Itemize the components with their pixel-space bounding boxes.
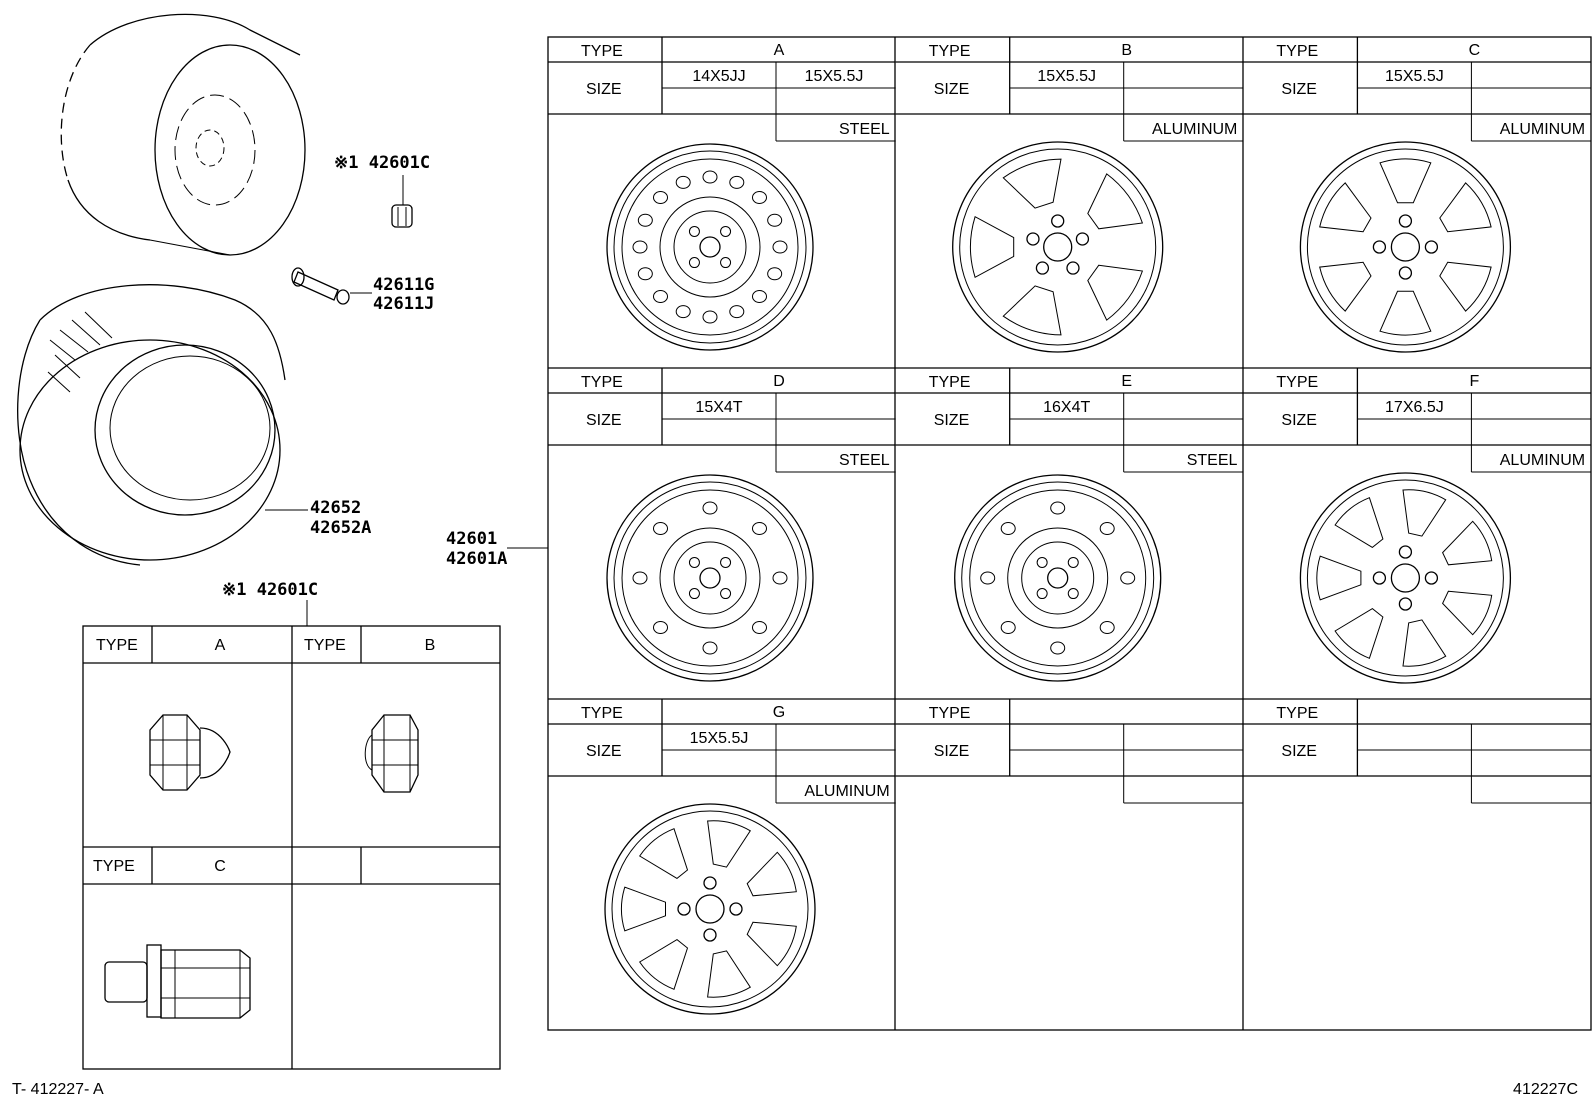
footer-right: 412227C — [1513, 1081, 1578, 1098]
valve-stem-icon — [291, 267, 372, 305]
wheel-cell-e: TYPE E SIZE 16X4T STEEL — [895, 368, 1244, 682]
size-value-1: 14X5JJ — [692, 68, 745, 85]
size-label: SIZE — [1281, 743, 1317, 760]
type-value: F — [1470, 373, 1480, 390]
nut-type-label-b: TYPE — [304, 637, 346, 654]
wheel-cell-a: TYPE A SIZE 14X5JJ 15X5.5J STEEL — [548, 37, 896, 351]
wheel-cell-c: TYPE C SIZE 15X5.5J ALUMINUM — [1243, 37, 1592, 353]
tire-icon — [17, 284, 308, 566]
material-label: STEEL — [839, 452, 890, 469]
aluminum-wheel-icon — [952, 141, 1164, 353]
type-label: TYPE — [581, 43, 623, 60]
steel-wheel-icon — [606, 143, 814, 351]
wheel-cell-f: TYPE F SIZE 17X6.5J ALUMINUM — [1243, 368, 1592, 684]
material-label: STEEL — [839, 121, 890, 138]
wheel-drum-icon — [60, 13, 306, 256]
aluminum-wheel-icon — [1299, 141, 1512, 353]
steel-wheel-icon — [606, 474, 814, 682]
lug-nut-callout: ※1 42601C — [334, 153, 430, 228]
size-value-1: 15X5.5J — [1385, 68, 1444, 85]
size-label: SIZE — [1281, 81, 1317, 98]
size-label: SIZE — [934, 743, 970, 760]
wheel-cell-empty-7: TYPE SIZE — [895, 699, 1244, 804]
type-label: TYPE — [581, 374, 623, 391]
size-value-1: 15X5.5J — [1037, 68, 1096, 85]
size-label: SIZE — [586, 412, 622, 429]
type-label: TYPE — [1276, 374, 1318, 391]
size-label: SIZE — [1281, 412, 1317, 429]
wheel-part-number-1: 42601 — [446, 529, 497, 549]
nut-type-label-a: TYPE — [96, 637, 138, 654]
open-nut-icon — [364, 714, 419, 793]
size-value-2: 15X5.5J — [805, 68, 864, 85]
nut-type-label-c: TYPE — [93, 858, 135, 875]
size-value-1: 16X4T — [1043, 399, 1090, 416]
material-label: ALUMINUM — [1152, 121, 1237, 138]
wheel-cell-d: TYPE D SIZE 15X4T STEEL — [548, 368, 896, 682]
type-value: E — [1121, 373, 1132, 390]
type-value: G — [773, 704, 785, 721]
material-label: STEEL — [1187, 452, 1238, 469]
wheel-table: TYPE A SIZE 14X5JJ 15X5.5J STEEL TYPE B SIZE 15X5… — [547, 36, 1592, 1031]
wheel-cell-g: TYPE G SIZE 15X5.5J ALUMINUM — [548, 699, 896, 1015]
size-label: SIZE — [586, 743, 622, 760]
nut-table-part-number: ※1 42601C — [222, 580, 318, 600]
valve-part-number-1: 42611G — [373, 275, 434, 295]
tire-part-number-2: 42652A — [310, 518, 371, 538]
long-lug-nut-icon — [104, 944, 251, 1019]
type-value: D — [773, 373, 785, 390]
footer-left: T- 412227- A — [12, 1081, 104, 1098]
valve-part-number-2: 42611J — [373, 294, 434, 314]
type-label: TYPE — [1276, 43, 1318, 60]
cap-nut-icon — [149, 714, 231, 791]
tire-part-number-1: 42652 — [310, 498, 361, 518]
material-label: ALUMINUM — [804, 783, 889, 800]
wheel-cell-empty-8: TYPE SIZE — [1243, 699, 1592, 804]
material-label: ALUMINUM — [1500, 452, 1585, 469]
wheel-part-number-2: 42601A — [446, 549, 507, 569]
type-value: A — [774, 42, 785, 59]
size-label: SIZE — [934, 412, 970, 429]
material-label: ALUMINUM — [1500, 121, 1585, 138]
nut-type-value-a: A — [215, 637, 226, 654]
type-label: TYPE — [929, 374, 971, 391]
size-value-1: 15X5.5J — [690, 730, 749, 747]
nut-type-value-c: C — [214, 858, 226, 875]
wheel-cell-b: TYPE B SIZE 15X5.5J ALUMINUM — [895, 37, 1244, 353]
aluminum-wheel-icon — [1299, 472, 1512, 684]
nut-table: TYPE A TYPE B TYPE C — [82, 625, 501, 1070]
lug-nut-icon — [391, 204, 413, 228]
type-label: TYPE — [929, 43, 971, 60]
type-label: TYPE — [1276, 705, 1318, 722]
size-label: SIZE — [934, 81, 970, 98]
lug-nut-part-number: ※1 42601C — [334, 153, 430, 173]
aluminum-wheel-icon — [604, 803, 816, 1015]
size-value-1: 15X4T — [695, 399, 742, 416]
size-label: SIZE — [586, 81, 622, 98]
nut-type-value-b: B — [425, 637, 436, 654]
type-label: TYPE — [929, 705, 971, 722]
type-label: TYPE — [581, 705, 623, 722]
size-value-1: 17X6.5J — [1385, 399, 1444, 416]
type-value: B — [1121, 42, 1132, 59]
type-value: C — [1469, 42, 1481, 59]
steel-wheel-icon — [954, 474, 1162, 682]
